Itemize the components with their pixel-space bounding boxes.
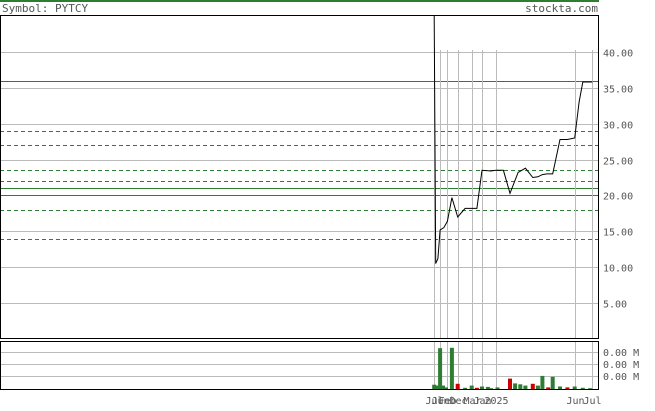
volume-tick-label: 0.00 M xyxy=(603,348,639,359)
volume-bar xyxy=(441,385,445,390)
volume-bar xyxy=(474,387,479,390)
price-tick-label: 20.00 xyxy=(603,192,633,203)
price-series xyxy=(433,15,593,264)
volume-bar xyxy=(565,387,570,390)
volume-bar xyxy=(463,387,468,390)
date-tick-label: Jul xyxy=(425,396,443,406)
volume-bar xyxy=(435,385,440,390)
volume-bar xyxy=(546,387,551,390)
volume-tick-label: 0.00 M xyxy=(603,372,639,383)
date-tick-label: Jul xyxy=(583,396,601,406)
volume-bar xyxy=(550,376,555,390)
volume-bar xyxy=(495,387,500,390)
date-tick-label: Jan xyxy=(473,396,491,406)
volume-grid xyxy=(0,352,599,377)
price-tick-label: 15.00 xyxy=(603,228,633,239)
volume-bar xyxy=(540,375,545,390)
date-tick-label: Dec xyxy=(449,396,467,406)
volume-bar xyxy=(572,386,577,390)
date-tick-label: Jun xyxy=(431,396,449,406)
symbol-label: Symbol: PYTCY xyxy=(2,2,88,15)
date-tick-label: 2025 xyxy=(484,396,508,406)
volume-panel-frame xyxy=(0,341,599,390)
volume-bar xyxy=(558,386,562,390)
volume-bar xyxy=(438,348,443,390)
price-panel-frame xyxy=(0,15,599,339)
price-tick-label: 25.00 xyxy=(603,157,633,168)
volume-bar xyxy=(455,383,460,390)
volume-bar xyxy=(480,386,484,390)
volume-bar xyxy=(485,386,490,390)
volume-bar xyxy=(513,383,518,390)
date-tick-label: Mar xyxy=(463,396,481,406)
price-tick-label: 5.00 xyxy=(603,300,627,311)
volume-bar xyxy=(449,347,454,390)
volume-bar xyxy=(444,387,448,390)
price-line xyxy=(433,15,593,264)
date-tick-label: Jun xyxy=(566,396,584,406)
price-tick-label: 40.00 xyxy=(603,49,633,60)
volume-bar xyxy=(530,383,535,390)
support-resistance-lines xyxy=(0,81,599,240)
volume-tick-label: 0.00 M xyxy=(603,360,639,371)
volume-bar xyxy=(508,378,512,390)
volume-axis-labels: 0.00 M0.00 M0.00 M xyxy=(603,348,639,383)
site-name: stockta.com xyxy=(525,2,598,15)
price-axis-labels: 40.00 35.00 30.00 25.00 20.00 15.00 10.00 5.00 xyxy=(603,49,633,311)
volume-bar xyxy=(523,385,528,390)
volume-bar xyxy=(432,384,437,390)
date-tick-label: Feb xyxy=(438,396,456,406)
volume-bars xyxy=(432,347,593,390)
price-tick-label: 30.00 xyxy=(603,121,633,132)
price-tick-label: 35.00 xyxy=(603,85,633,96)
volume-bar xyxy=(518,384,523,390)
volume-bar xyxy=(535,385,540,390)
volume-bar xyxy=(580,387,585,390)
volume-bar xyxy=(469,385,474,390)
price-tick-label: 10.00 xyxy=(603,264,633,275)
